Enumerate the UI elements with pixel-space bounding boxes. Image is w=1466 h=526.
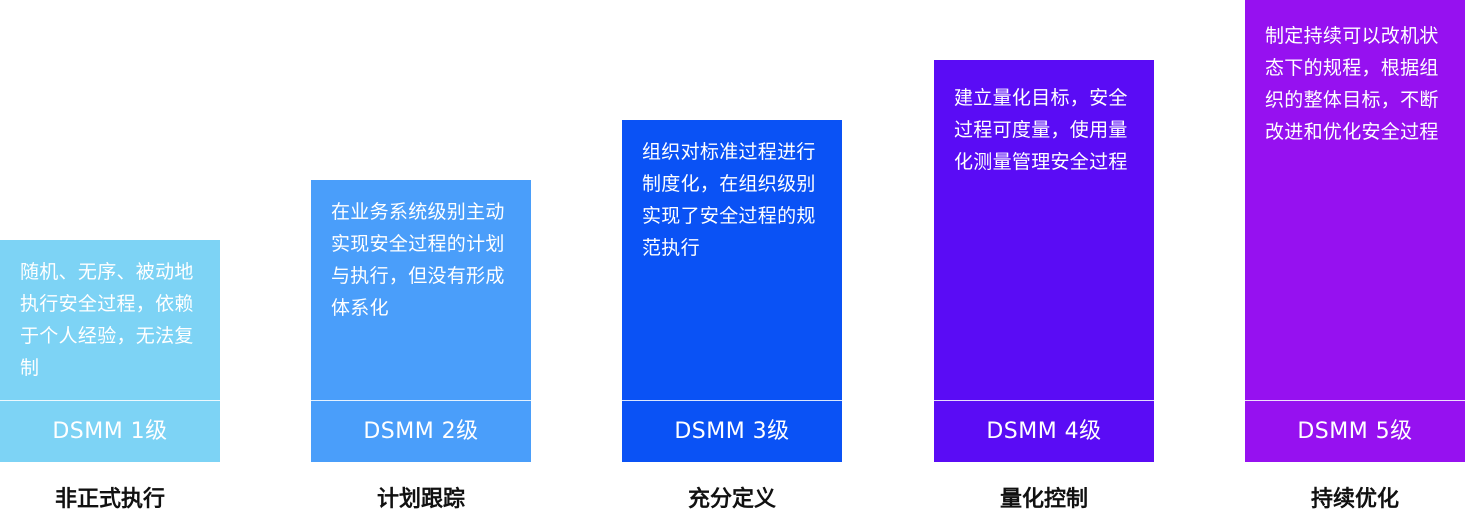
- level-badge: DSMM 4级: [986, 419, 1102, 444]
- divider: [622, 400, 842, 401]
- maturity-level-5: 制定持续可以改机状态下的规程，根据组织的整体目标，不断改进和优化安全过程 DSM…: [1245, 0, 1465, 526]
- divider: [934, 400, 1154, 401]
- maturity-level-1: 随机、无序、被动地执行安全过程，依赖于个人经验，无法复制 DSMM 1级 非正式…: [0, 0, 220, 526]
- level-bar: 在业务系统级别主动实现安全过程的计划与执行，但没有形成体系化 DSMM 2级: [311, 180, 531, 462]
- divider: [311, 400, 531, 401]
- level-badge: DSMM 5级: [1297, 419, 1413, 444]
- level-bar: 组织对标准过程进行制度化，在组织级别实现了安全过程的规范执行 DSMM 3级: [622, 120, 842, 462]
- maturity-level-3: 组织对标准过程进行制度化，在组织级别实现了安全过程的规范执行 DSMM 3级 充…: [622, 0, 842, 526]
- level-description: 组织对标准过程进行制度化，在组织级别实现了安全过程的规范执行: [642, 141, 816, 259]
- divider: [1245, 400, 1465, 401]
- level-caption: 持续优化: [1310, 487, 1399, 512]
- maturity-level-4: 建立量化目标，安全过程可度量，使用量化测量管理安全过程 DSMM 4级 量化控制: [934, 0, 1154, 526]
- level-badge: DSMM 2级: [363, 419, 479, 444]
- level-description: 制定持续可以改机状态下的规程，根据组织的整体目标，不断改进和优化安全过程: [1265, 25, 1439, 143]
- level-caption: 计划跟踪: [376, 487, 465, 512]
- level-description: 在业务系统级别主动实现安全过程的计划与执行，但没有形成体系化: [331, 201, 505, 319]
- level-bar: 建立量化目标，安全过程可度量，使用量化测量管理安全过程 DSMM 4级: [934, 60, 1154, 462]
- level-caption: 非正式执行: [54, 487, 165, 512]
- level-bar: 随机、无序、被动地执行安全过程，依赖于个人经验，无法复制 DSMM 1级: [0, 240, 220, 462]
- level-badge: DSMM 1级: [52, 419, 168, 444]
- level-bar: 制定持续可以改机状态下的规程，根据组织的整体目标，不断改进和优化安全过程 DSM…: [1245, 0, 1465, 462]
- divider: [0, 400, 220, 401]
- level-caption: 充分定义: [687, 487, 776, 512]
- level-description: 建立量化目标，安全过程可度量，使用量化测量管理安全过程: [954, 87, 1128, 173]
- level-badge: DSMM 3级: [674, 419, 790, 444]
- maturity-level-2: 在业务系统级别主动实现安全过程的计划与执行，但没有形成体系化 DSMM 2级 计…: [311, 0, 531, 526]
- level-caption: 量化控制: [999, 487, 1088, 512]
- level-description: 随机、无序、被动地执行安全过程，依赖于个人经验，无法复制: [20, 261, 194, 379]
